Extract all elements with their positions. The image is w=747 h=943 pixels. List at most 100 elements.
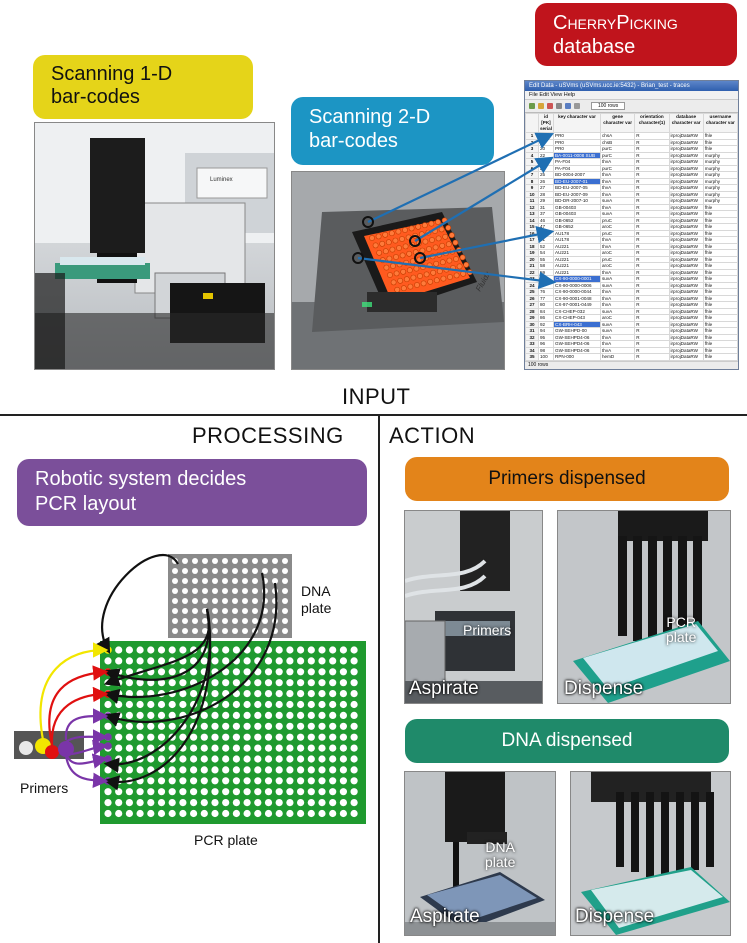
plate-well <box>286 668 294 676</box>
plate-well <box>147 809 155 818</box>
plate-well <box>232 618 238 624</box>
plate-well <box>136 711 144 719</box>
scan-circle <box>352 252 364 264</box>
plate-well <box>115 744 123 752</box>
tube <box>453 256 459 262</box>
plate-well <box>147 755 155 763</box>
plate-well <box>232 722 240 730</box>
plate-well <box>307 668 315 676</box>
plate-well <box>282 608 288 614</box>
plate-well <box>252 578 258 584</box>
plate-well <box>136 733 144 741</box>
plate-well <box>157 679 166 687</box>
plate-well <box>318 799 326 807</box>
plate-well <box>136 766 144 774</box>
plate-well <box>329 668 337 676</box>
plate-well <box>297 733 305 741</box>
plate-well <box>168 766 176 774</box>
plate-well <box>136 809 144 818</box>
plate-well <box>182 598 188 604</box>
plate-well <box>190 657 198 665</box>
tube <box>456 263 463 270</box>
plate-well <box>222 608 228 614</box>
plate-well <box>115 646 123 654</box>
plate-well <box>297 679 305 687</box>
help-icon[interactable] <box>574 103 580 109</box>
plate-well <box>222 755 230 763</box>
plate-well <box>286 679 294 687</box>
plate-well <box>297 690 305 698</box>
plate-well <box>254 799 262 807</box>
plate-well <box>168 744 176 752</box>
tube <box>430 269 437 276</box>
plate-well <box>182 588 188 594</box>
plate-well <box>297 646 305 654</box>
plate-well <box>179 679 187 687</box>
plate-well <box>179 733 187 741</box>
plate-well <box>125 646 133 654</box>
row-limit-select[interactable]: 100 rows <box>591 102 626 110</box>
dispense-caption-2: Dispense <box>575 906 655 927</box>
tube <box>439 259 446 266</box>
copy-icon[interactable] <box>538 103 544 109</box>
delete-icon[interactable] <box>547 103 553 109</box>
sort-icon[interactable] <box>565 103 571 109</box>
plate-well <box>243 668 251 676</box>
plate-well <box>264 766 273 774</box>
plate-well <box>136 722 144 730</box>
tube <box>382 248 389 255</box>
plate-well <box>264 690 273 698</box>
pcr-plate-in-photo-line1: PCR <box>666 614 696 630</box>
dna-plate-label-line2: plate <box>301 600 332 616</box>
plate-well <box>172 578 178 584</box>
plate-well <box>254 755 262 763</box>
plate-well <box>350 766 358 774</box>
plate-well <box>179 777 187 785</box>
plate-well <box>157 777 166 785</box>
save-icon[interactable] <box>529 103 535 109</box>
plate-well <box>307 679 315 687</box>
plate-well <box>243 766 251 774</box>
plate-well <box>125 711 133 719</box>
tube <box>406 267 413 274</box>
plate-well <box>168 668 176 676</box>
plate-well <box>264 777 273 785</box>
plate-well <box>202 628 208 634</box>
tube <box>417 273 423 279</box>
plate-well <box>192 608 198 614</box>
plate-well <box>104 809 112 818</box>
plate-well <box>211 788 219 796</box>
filter-icon[interactable] <box>556 103 562 109</box>
tube <box>420 280 427 287</box>
plate-well <box>350 809 358 818</box>
plate-well <box>125 766 133 774</box>
plate-well <box>297 700 305 709</box>
plate-well <box>182 558 188 564</box>
plate-well <box>200 744 208 752</box>
plate-well <box>222 588 228 594</box>
tube <box>387 272 393 278</box>
dna-aspirate-art <box>405 772 555 935</box>
db-line2: database <box>553 36 636 58</box>
plate-well <box>192 578 198 584</box>
dna-plate-in-photo-line1: DNA <box>485 839 515 855</box>
tube <box>406 250 413 257</box>
plate-well <box>136 799 144 807</box>
plate-well <box>125 809 133 818</box>
plate-well <box>147 711 155 719</box>
plate-well <box>211 722 219 730</box>
plate-well <box>211 799 219 807</box>
plate-well <box>307 755 315 763</box>
plate-well <box>182 618 188 624</box>
plate-well <box>339 766 347 774</box>
